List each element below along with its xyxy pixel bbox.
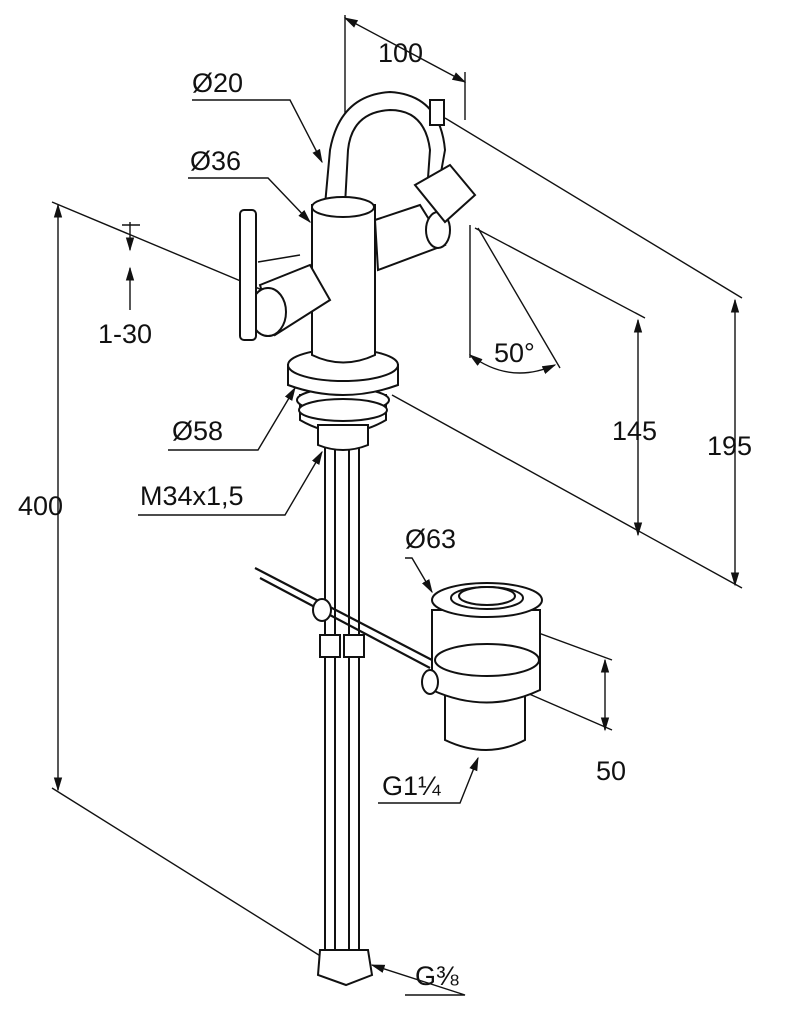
dim-total-length: 400 bbox=[18, 491, 63, 521]
dim-outlet-height: 145 bbox=[612, 416, 657, 446]
dim-hose-thread: G⅜ bbox=[415, 961, 459, 991]
dim-waste-diameter: Ø63 bbox=[405, 524, 456, 554]
dim-swivel-angle: 50° bbox=[494, 338, 535, 368]
dim-base-diameter: Ø58 bbox=[172, 416, 223, 446]
dim-popup-stroke: 1-30 bbox=[98, 319, 152, 349]
dim-body-diameter: Ø36 bbox=[190, 146, 241, 176]
dim-waste-thread: G1¼ bbox=[382, 771, 441, 801]
dim-thread: M34x1,5 bbox=[140, 481, 244, 511]
dim-waste-height: 50 bbox=[596, 756, 626, 786]
dim-spout-reach: 100 bbox=[378, 38, 423, 68]
dim-total-height-top: 195 bbox=[707, 431, 752, 461]
dimension-lines bbox=[51, 15, 743, 996]
dim-spout-diameter: Ø20 bbox=[192, 68, 243, 98]
faucet-drawing bbox=[239, 90, 543, 987]
